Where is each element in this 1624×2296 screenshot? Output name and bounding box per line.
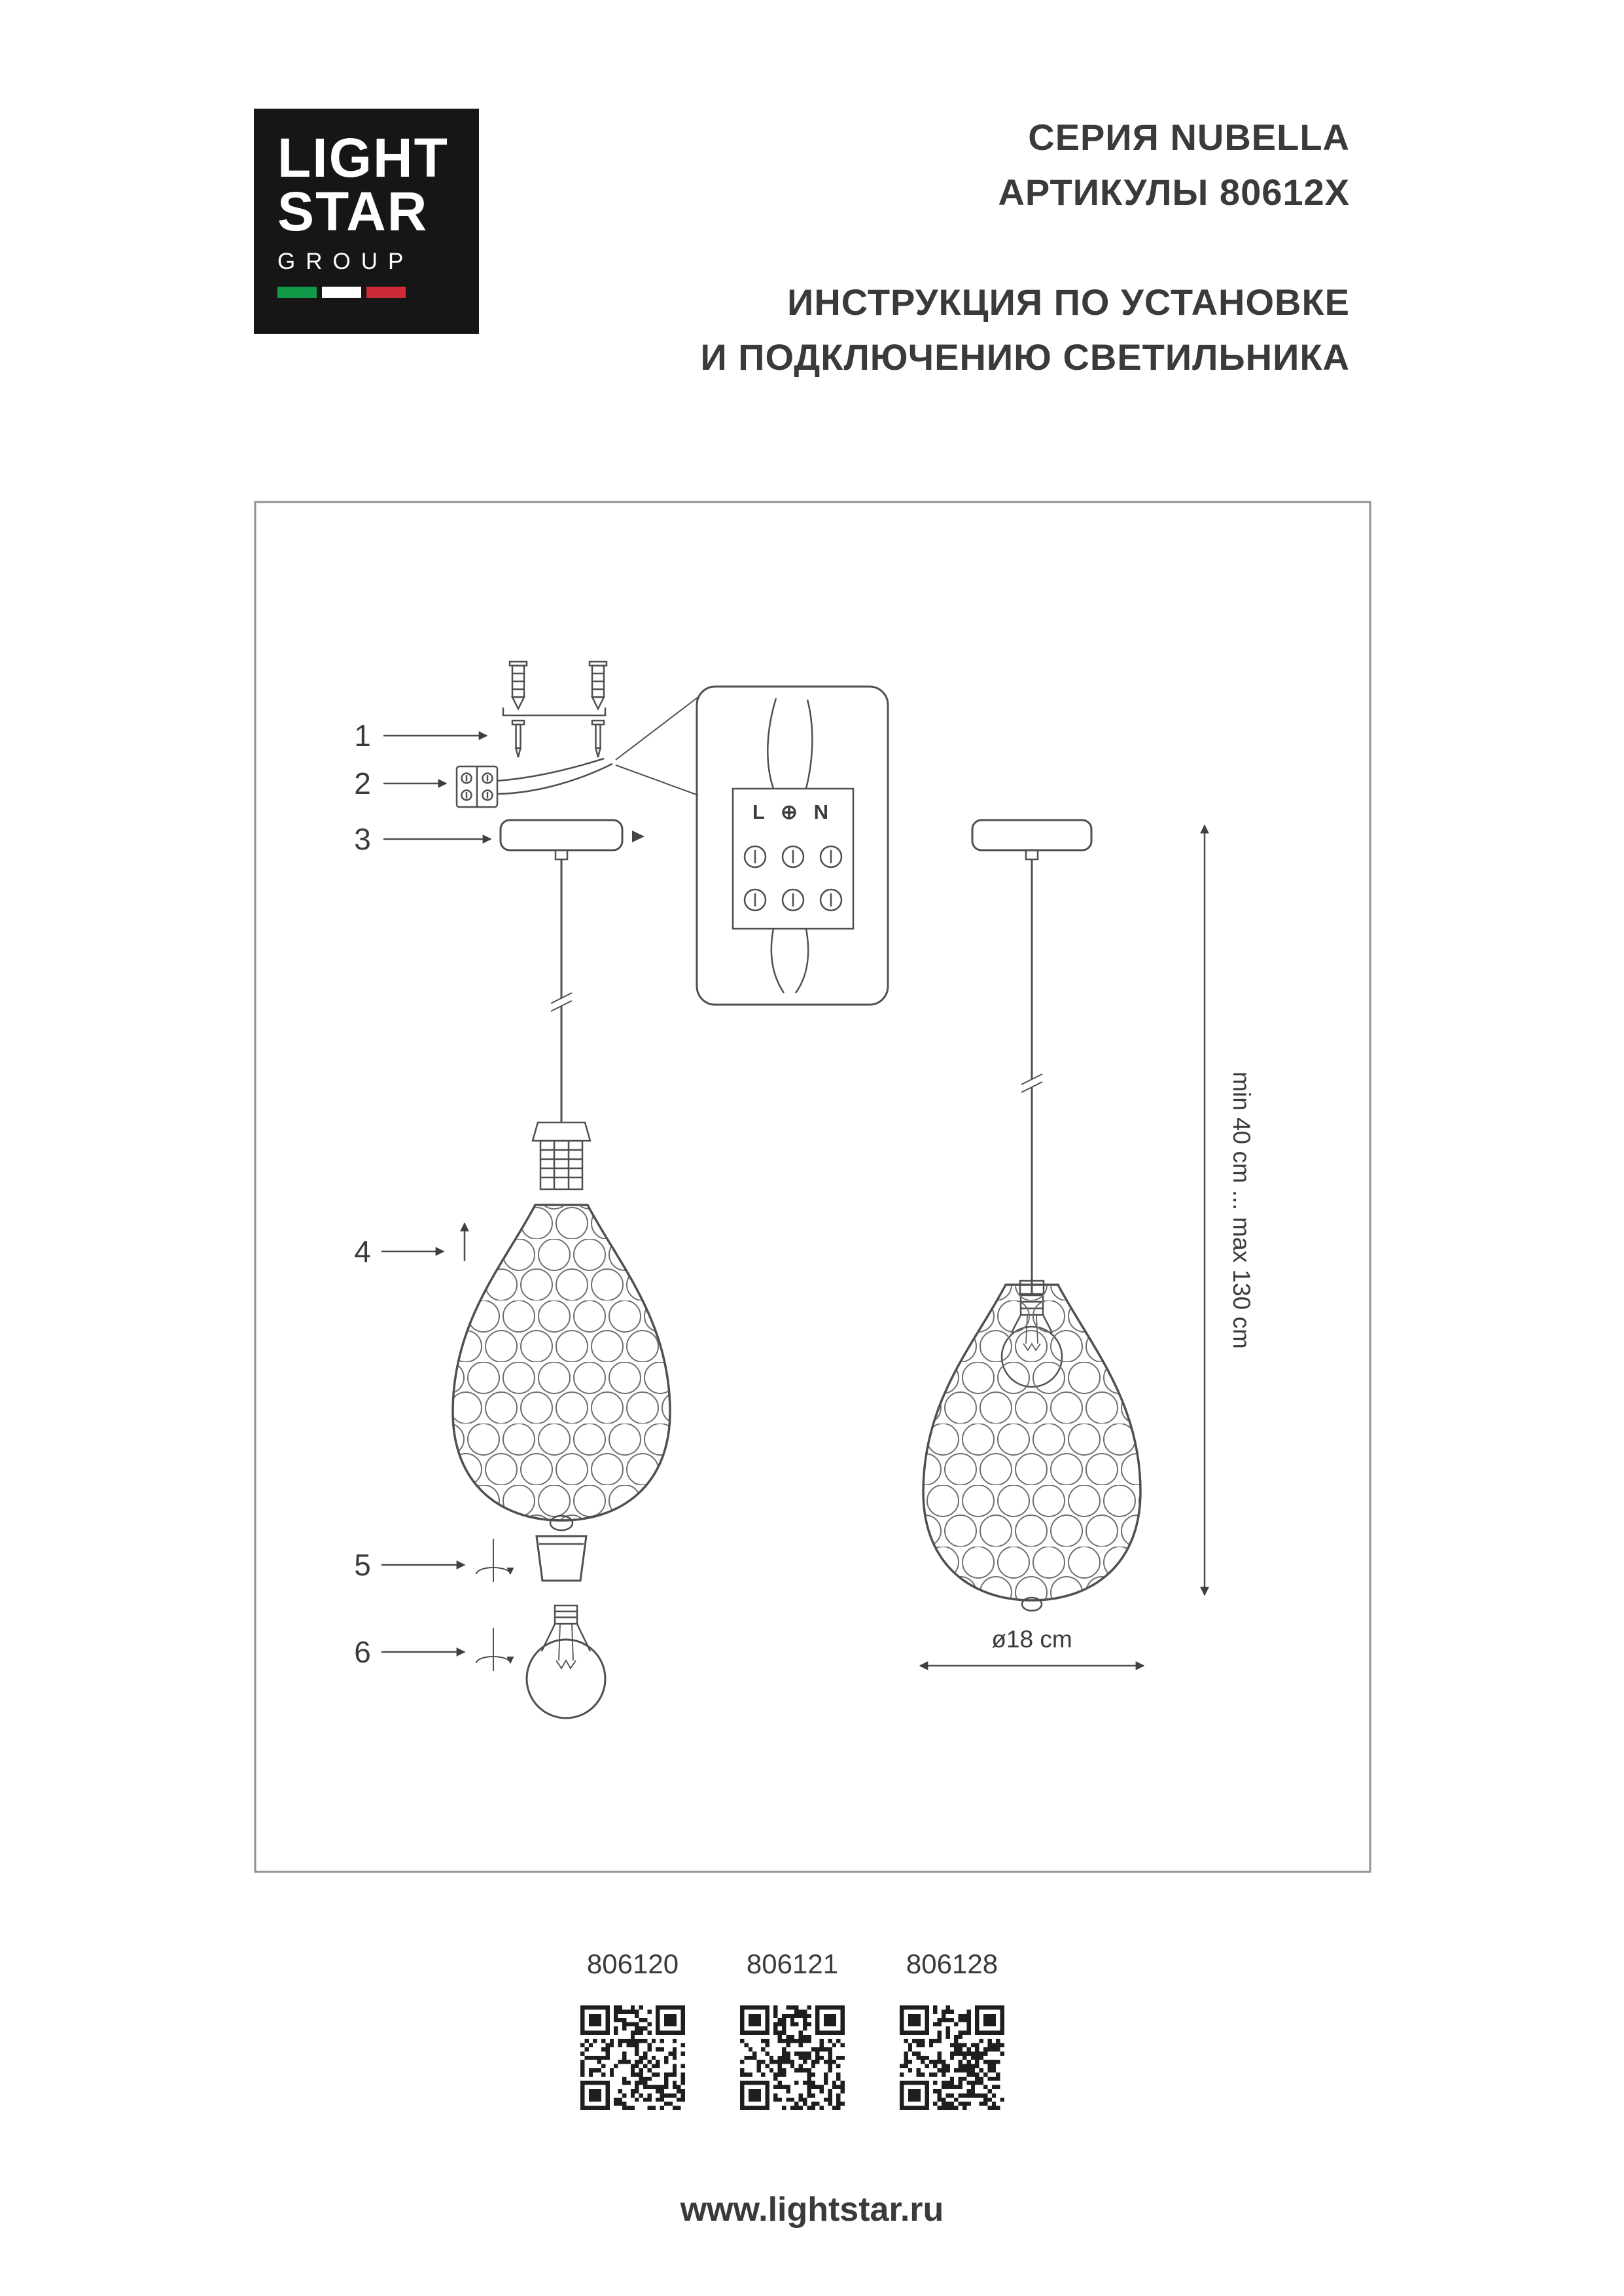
instruction-title-line1: ИНСТРУКЦИЯ ПО УСТАНОВКЕ (787, 281, 1350, 323)
series-title: СЕРИЯ NUBELLA (1028, 117, 1350, 158)
diagram-frame (254, 501, 1371, 1873)
glass-shade-assembled (922, 1283, 1142, 1612)
website-url: www.lightstar.ru (680, 2191, 944, 2229)
qr-code (580, 2005, 685, 2110)
retaining-ring (535, 1535, 588, 1582)
wall-plugs-icon (502, 660, 608, 717)
instruction-title-line2: И ПОДКЛЮЧЕНИЮ СВЕТИЛЬНИКА (700, 336, 1350, 378)
part-labels: 1 2 3 4 5 6 (354, 719, 492, 1669)
italian-flag-icon (277, 287, 479, 298)
installation-diagram: L ⊕ N (254, 501, 1371, 1873)
part-label-6: 6 (354, 1635, 371, 1669)
flag-green-stripe (277, 287, 317, 298)
honeycomb-pattern (923, 1286, 1140, 1600)
dimensions: min 40 cm ... max 130 cm ø18 cm (919, 824, 1255, 1670)
ceiling-canopy-assembled (971, 819, 1093, 852)
qr-label: 806121 (746, 1948, 839, 1979)
part-label-5: 5 (354, 1548, 371, 1582)
glass-shade (451, 1204, 671, 1532)
qr-label: 806128 (906, 1948, 998, 1979)
terminal-box (732, 787, 855, 930)
part-label-3: 3 (354, 822, 371, 856)
header-spacer (700, 220, 1350, 275)
qr-block-806120: 806120 (580, 1949, 685, 2110)
screws-icon (511, 719, 605, 758)
header: СЕРИЯ NUBELLA АРТИКУЛЫ 80612X ИНСТРУКЦИЯ… (700, 110, 1350, 385)
logo-word-light: LIGHT (277, 127, 449, 188)
assembled-view (922, 819, 1142, 1612)
part-label-4: 4 (354, 1234, 371, 1268)
terminal-block-icon (455, 757, 613, 808)
canopy-direction-arrow-icon (632, 831, 644, 842)
terminal-screws (743, 845, 843, 912)
lightstar-logo: LIGHT STAR GROUP (254, 109, 479, 334)
honeycomb-pattern (453, 1206, 670, 1520)
qr-code (740, 2005, 845, 2110)
qr-block-806128: 806128 (900, 1949, 1004, 2110)
height-dimension-label: min 40 cm ... max 130 cm (1228, 1071, 1255, 1349)
logo-word-star: STAR (277, 181, 429, 242)
light-bulb (525, 1604, 607, 1719)
wiring-detail-callout: L ⊕ N (615, 685, 889, 1006)
suspension-rod (550, 859, 573, 1122)
ceiling-canopy (499, 819, 644, 861)
flag-red-stripe (366, 287, 406, 298)
part-label-2: 2 (354, 766, 371, 800)
qr-label: 806120 (586, 1948, 679, 1979)
flag-white-stripe (322, 287, 361, 298)
lamp-socket (531, 1121, 591, 1191)
qr-block-806121: 806121 (740, 1949, 845, 2110)
diameter-dimension-label: ø18 cm (991, 1626, 1072, 1653)
qr-code (900, 2005, 1004, 2110)
rotate-arrow-ring-icon (476, 1539, 514, 1582)
part-label-1: 1 (354, 719, 371, 753)
articles-title: АРТИКУЛЫ 80612X (998, 171, 1350, 213)
logo-word-group: GROUP (277, 249, 414, 274)
terminal-labels: L ⊕ N (752, 800, 834, 823)
exploded-view (451, 660, 671, 1719)
rotate-arrow-bulb-icon (476, 1628, 514, 1671)
